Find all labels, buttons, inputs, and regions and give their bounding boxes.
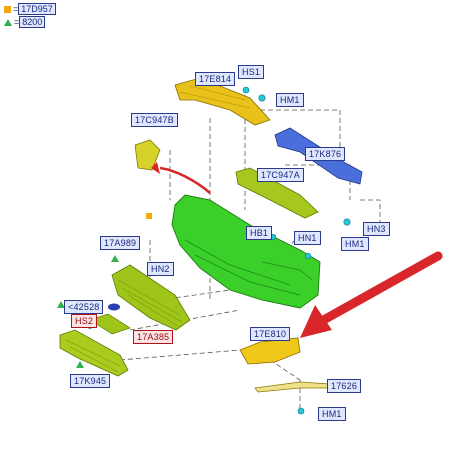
label-hm1-mid[interactable]: HM1	[341, 237, 369, 251]
label-17k945[interactable]: 17K945	[70, 374, 111, 388]
triangle-marker-3	[76, 361, 84, 368]
legend-row-1: =17D957	[4, 3, 56, 15]
left-bracket	[134, 139, 161, 171]
label-hn2[interactable]: HN2	[147, 262, 174, 276]
label-17e810[interactable]: 17E810	[250, 327, 291, 341]
curved-arrow	[159, 166, 211, 194]
label-17e814[interactable]: 17E814	[195, 72, 236, 86]
label-hm1-top[interactable]: HM1	[276, 93, 304, 107]
bumper-cover	[171, 194, 321, 309]
legend-code-1: 17D957	[18, 3, 56, 15]
fog-lamp-trim	[239, 337, 301, 365]
square-marker	[146, 213, 152, 219]
triangle-marker	[111, 255, 119, 262]
label-17c947a[interactable]: 17C947A	[257, 168, 304, 182]
clip-part	[108, 303, 120, 311]
label-hn3[interactable]: HN3	[363, 222, 390, 236]
label-hs1[interactable]: HS1	[238, 65, 265, 79]
square-icon	[4, 6, 11, 14]
label-17a385[interactable]: 17A385	[133, 330, 174, 344]
label-17626[interactable]: 17626	[327, 379, 362, 393]
label-17k876[interactable]: 17K876	[305, 147, 346, 161]
triangle-marker-2	[57, 301, 65, 308]
label-17c947b[interactable]: 17C947B	[131, 113, 178, 127]
label-hs2[interactable]: HS2	[71, 314, 98, 328]
legend-code-2: 8200	[19, 16, 46, 28]
label-17a989[interactable]: 17A989	[100, 236, 141, 250]
legend-row-2: =8200	[4, 16, 46, 28]
label-hb1[interactable]: HB1	[246, 226, 273, 240]
triangle-icon	[4, 19, 12, 27]
callout-arrow	[315, 251, 443, 327]
bottom-strip	[254, 381, 331, 393]
label-hm1-bottom[interactable]: HM1	[318, 407, 346, 421]
trim-strip	[89, 313, 131, 335]
curved-arrow-head	[151, 162, 160, 174]
label-hn1[interactable]: HN1	[294, 231, 321, 245]
label-42528[interactable]: <42528	[64, 300, 104, 314]
lower-grille	[111, 264, 191, 331]
bottom-grille	[59, 329, 129, 377]
callout-arrow-head	[300, 305, 332, 338]
